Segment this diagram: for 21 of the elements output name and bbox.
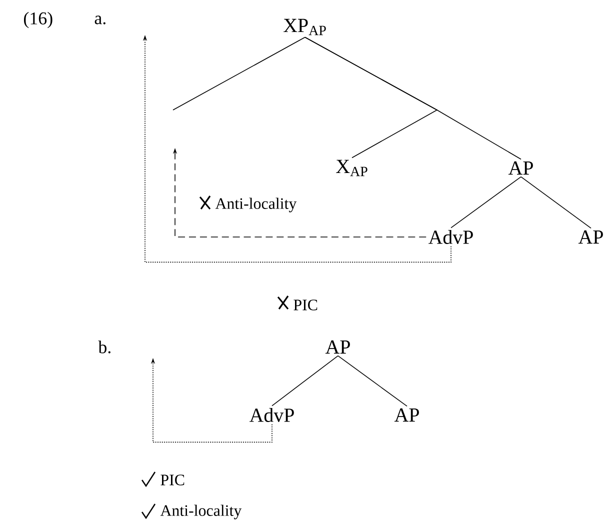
tree-label: AdvP — [428, 230, 473, 244]
tree-label: AP — [508, 161, 533, 175]
tree-label: AP — [578, 230, 603, 244]
tree-label: XP$_{AP}$ — [284, 18, 326, 36]
branch-line — [172, 36, 306, 110]
label: Anti-locality — [160, 504, 242, 520]
branch-line — [304, 36, 522, 160]
label: b. — [98, 340, 110, 354]
branch-line — [272, 355, 338, 406]
branch-line — [520, 176, 592, 229]
branch-line — [338, 355, 408, 407]
tree-label: AP — [394, 408, 419, 422]
branch-line — [450, 176, 522, 228]
label: PIC — [160, 474, 184, 486]
tree-label: X$_{AP}$ — [336, 160, 368, 176]
label: (16) — [24, 12, 52, 28]
tree-label: AdvP — [250, 408, 294, 422]
edge-label: Anti-locality — [215, 198, 297, 212]
label: a. — [94, 16, 106, 24]
tree-label: AP — [325, 340, 350, 354]
edge-label: PIC — [294, 300, 318, 310]
